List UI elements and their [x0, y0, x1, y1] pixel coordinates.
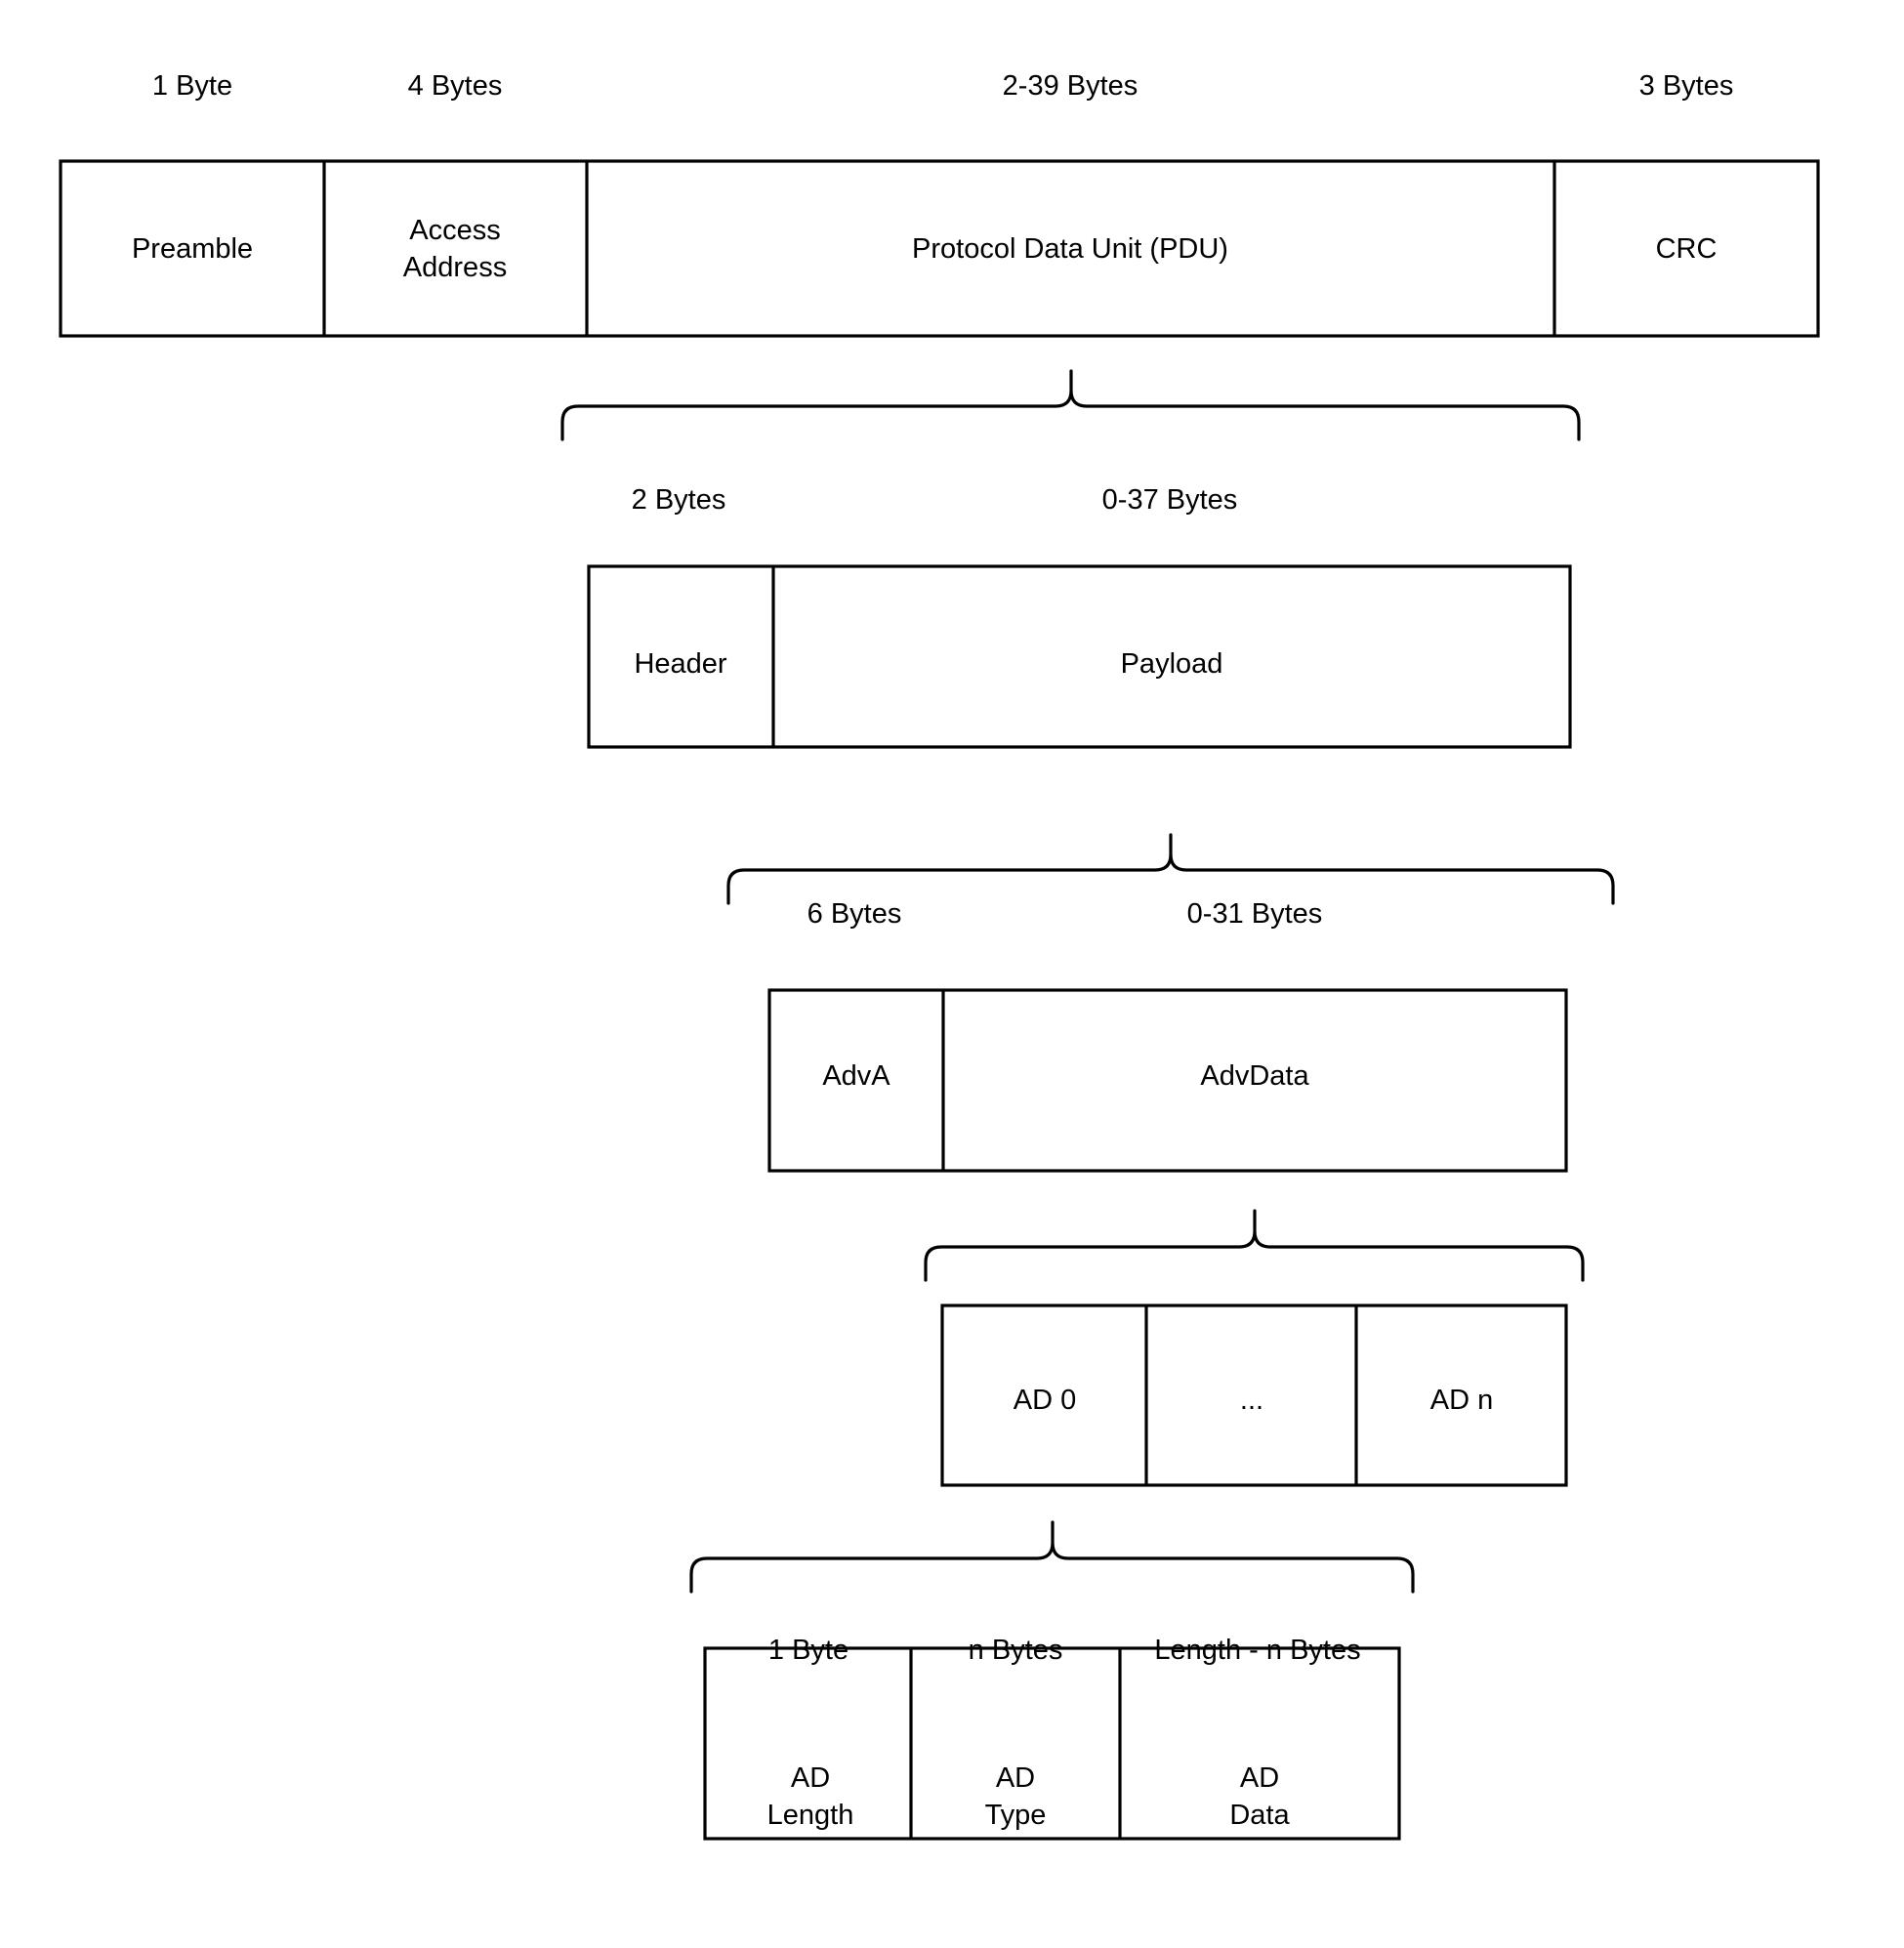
brace-ad-structure: [689, 1520, 1415, 1594]
row-payload: [767, 988, 1568, 1173]
brace-pdu: [560, 369, 1581, 441]
row-advdata: [940, 1304, 1568, 1487]
row-ad-structure: [703, 1646, 1401, 1841]
row2-outer-rect: [587, 564, 1572, 749]
row3-outer-rect: [767, 988, 1568, 1173]
row5-outer-rect: [703, 1646, 1401, 1841]
brace-payload: [726, 833, 1615, 905]
row1-outer-rect: [59, 159, 1820, 338]
row-pdu: [587, 564, 1572, 749]
brace-advdata: [924, 1209, 1585, 1282]
row-link-layer-packet: [59, 159, 1820, 338]
row4-outer-rect: [940, 1304, 1568, 1487]
